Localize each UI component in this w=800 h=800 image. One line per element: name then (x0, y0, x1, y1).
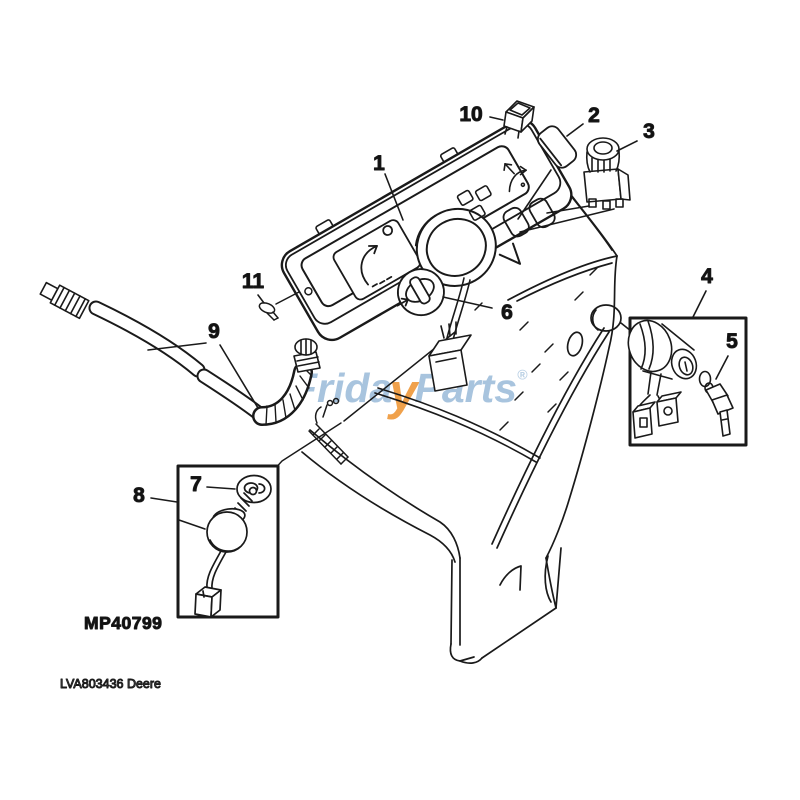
part-2-cover (536, 125, 578, 169)
part-11-screw (258, 291, 300, 321)
callout-11: 11 (242, 270, 265, 293)
part-10-rocker-switch (503, 100, 535, 139)
part-5-keys (698, 370, 734, 437)
callout-3: 3 (643, 120, 655, 143)
part-4-key-switch-box (627, 316, 748, 447)
callout-6: 6 (501, 301, 513, 324)
diagram-caption: LVA803436 Deere (60, 677, 161, 691)
interlock-switch (194, 486, 258, 618)
callout-8: 8 (133, 484, 145, 507)
part-8-interlock-box (176, 464, 280, 619)
leader-lines (147, 116, 729, 530)
steering-column-ring (414, 207, 522, 287)
callout-4: 4 (701, 265, 713, 288)
callout-10: 10 (459, 103, 482, 126)
callout-2: 2 (588, 104, 600, 127)
callout-7: 7 (190, 473, 202, 496)
callout-9: 9 (208, 320, 220, 343)
callout-5: 5 (726, 330, 738, 353)
lever-icon (503, 163, 527, 193)
part-1-instrument-panel (280, 118, 573, 342)
watermark-registered-icon: ® (517, 366, 528, 383)
part-3-switch (583, 137, 631, 210)
harness-connector (428, 277, 472, 392)
part-6-knob (396, 268, 445, 317)
cowl-edge-lines (374, 387, 541, 463)
indicator-lights (456, 185, 492, 221)
gauge-panel (332, 219, 422, 301)
part-9-cable-assembly (39, 281, 321, 426)
callout-1: 1 (373, 152, 385, 175)
diagram-code: MP40799 (84, 613, 162, 633)
